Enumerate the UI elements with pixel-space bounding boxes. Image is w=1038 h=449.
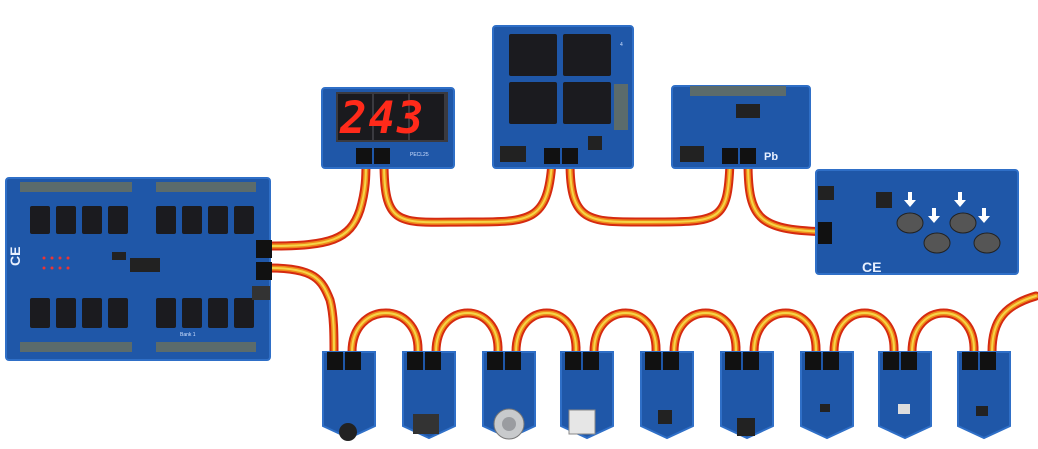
output-board: CE bbox=[815, 169, 1019, 275]
relay-board-16: CE Bank 1 bbox=[5, 177, 272, 361]
sensor-module-chip bbox=[402, 351, 456, 440]
segment-digits: 243 bbox=[339, 93, 425, 144]
cables bbox=[265, 157, 1038, 357]
seven-segment-display-board: 243 PECL25 bbox=[321, 87, 455, 169]
board-brand-logo: CE bbox=[7, 247, 23, 266]
relay-row-bottom bbox=[30, 298, 254, 328]
sensor-module-square bbox=[560, 351, 614, 440]
sensor-module-temperature bbox=[957, 351, 1011, 440]
relay-row-top bbox=[30, 206, 254, 234]
cable-main-to-sensors bbox=[265, 263, 339, 357]
relay-board-4: 4 bbox=[492, 25, 634, 169]
cable-relay4-to-pb bbox=[565, 157, 735, 227]
cable-sensor-loops bbox=[347, 291, 1038, 357]
sensor-module-microphone bbox=[322, 351, 376, 441]
output-brand-logo: CE bbox=[862, 259, 881, 275]
sensor-module-humidity bbox=[878, 351, 932, 440]
sensor-module-potentiometer bbox=[720, 351, 774, 440]
pb-board: Pb bbox=[671, 85, 811, 169]
cable-pb-to-output bbox=[743, 157, 835, 237]
sensor-module-ic bbox=[640, 351, 694, 440]
svg-text:Bank 1: Bank 1 bbox=[180, 332, 196, 338]
sensor-module-light bbox=[800, 351, 854, 440]
svg-text:4: 4 bbox=[620, 42, 623, 48]
sensor-module-gas bbox=[482, 351, 536, 440]
sensor-modules bbox=[322, 351, 1011, 441]
cable-display-to-relay4 bbox=[379, 157, 557, 227]
cable-display bbox=[265, 157, 371, 251]
svg-text:PECL25: PECL25 bbox=[410, 152, 429, 158]
pb-label: Pb bbox=[764, 151, 778, 163]
